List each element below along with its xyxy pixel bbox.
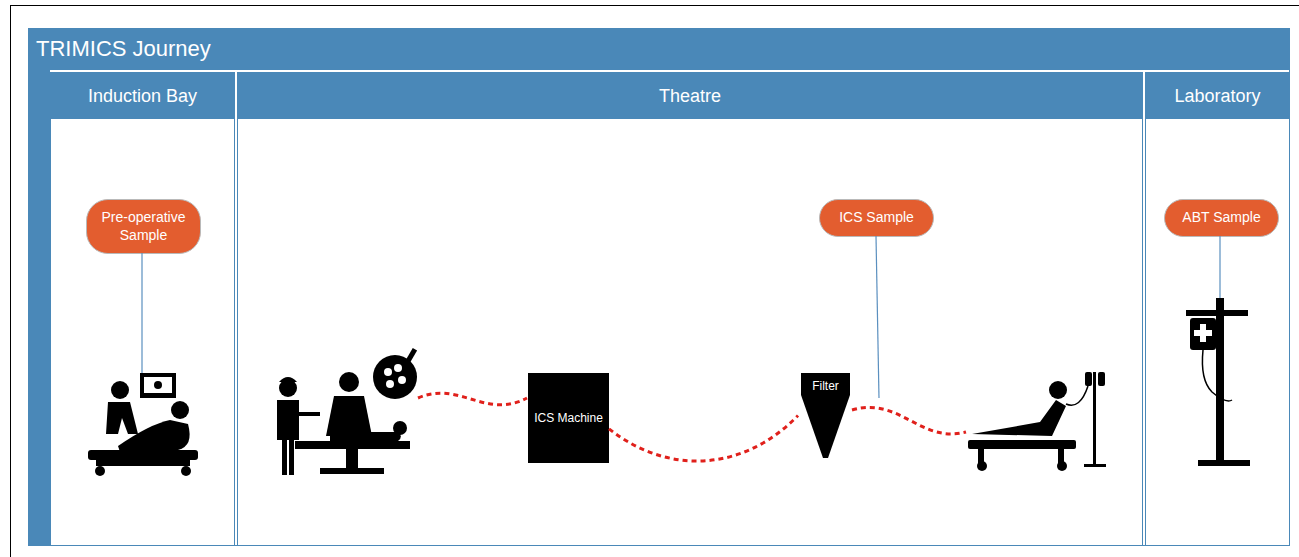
patient-illustration — [1049, 381, 1067, 399]
surgery-illustration — [279, 379, 297, 397]
induction-illustration — [106, 402, 138, 434]
node-label: ICS Machine — [534, 411, 603, 425]
iv-pole-illustration — [1194, 330, 1212, 336]
column-band: TheatreICS Machine Filter ICS Sample — [237, 72, 1143, 546]
funnel-label-holder: Filter — [798, 379, 853, 393]
surgery-illustration — [346, 449, 358, 469]
induction-illustration — [140, 373, 176, 398]
surgery-illustration — [277, 348, 417, 475]
surgery-illustration — [406, 348, 417, 363]
induction-illustration — [181, 466, 191, 476]
patient-illustration — [972, 400, 1066, 436]
induction-illustration — [118, 420, 190, 452]
patient-illustration — [1085, 372, 1092, 386]
patient-illustration — [1098, 372, 1105, 386]
patient-illustration — [1057, 461, 1067, 471]
surgery-illustration — [330, 432, 401, 441]
column-band: LaboratoryABT Sample — [1145, 72, 1290, 546]
induction-illustration — [144, 377, 172, 393]
tubing-connector — [609, 416, 798, 462]
filter-funnel: Filter — [798, 373, 853, 458]
sample-pill: ICS Sample — [819, 199, 934, 237]
patient-illustration — [1084, 464, 1106, 467]
surgery-illustration — [373, 355, 417, 399]
node-label: Laboratory — [1174, 86, 1260, 107]
title-bar: TRIMICS Journey — [28, 28, 1290, 70]
column-header: Induction Bay — [51, 73, 234, 119]
surgery-illustration — [398, 376, 406, 384]
surgery-illustration — [298, 412, 320, 416]
patient-illustration — [1066, 386, 1088, 405]
node-label: Theatre — [659, 86, 721, 107]
node-label: ABT Sample — [1182, 209, 1260, 227]
column-header: Theatre — [238, 73, 1142, 119]
leader-lines — [142, 236, 1220, 398]
patient-illustration — [968, 440, 1076, 449]
surgery-illustration — [295, 441, 410, 449]
induction-illustration — [154, 381, 162, 389]
surgery-illustration — [384, 368, 392, 376]
column-band: Induction BayPre-operative Sample — [50, 72, 235, 546]
diagram-title: TRIMICS Journey — [36, 36, 211, 62]
surgery-illustration — [279, 377, 297, 382]
induction-illustration — [96, 460, 190, 466]
leader-lines — [141, 253, 142, 373]
tubing-line — [418, 393, 966, 434]
patient-illustration — [977, 461, 987, 471]
tubing-line — [418, 393, 527, 405]
leader-lines — [876, 236, 879, 398]
induction-illustration — [88, 373, 198, 476]
induction-illustration — [111, 381, 129, 399]
machine-box: ICS Machine — [528, 373, 609, 463]
node-label: Filter — [812, 379, 839, 393]
surgery-illustration — [320, 468, 384, 474]
iv-pole-illustration — [1216, 298, 1224, 464]
sample-pill: Pre-operative Sample — [86, 199, 201, 254]
sample-pill: ABT Sample — [1164, 199, 1279, 237]
node-label: Induction Bay — [88, 86, 197, 107]
leader-lines — [1219, 236, 1220, 300]
tubing-line — [852, 407, 966, 434]
surgery-illustration — [339, 372, 359, 392]
patient-illustration — [1058, 449, 1064, 463]
patient-illustration — [1093, 372, 1096, 464]
induction-illustration — [171, 401, 189, 419]
iv-pole-illustration — [1186, 310, 1248, 316]
surgery-illustration — [326, 396, 372, 436]
iv-pole-illustration — [1202, 350, 1232, 401]
column-header: Laboratory — [1146, 73, 1289, 119]
iv-pole-illustration — [1190, 318, 1216, 350]
patient-illustration — [968, 372, 1106, 471]
node-label: ICS Sample — [839, 209, 914, 227]
left-strip — [28, 70, 50, 546]
node-label: Pre-operative Sample — [95, 209, 192, 244]
iv-pole-illustration — [1200, 324, 1206, 342]
surgery-illustration — [393, 421, 407, 435]
surgery-illustration — [277, 400, 299, 475]
surgery-illustration — [386, 380, 394, 388]
patient-illustration — [978, 449, 984, 463]
iv-pole-illustration — [1198, 460, 1250, 466]
surgery-illustration — [394, 364, 402, 372]
iv-pole-illustration — [1186, 298, 1250, 466]
induction-illustration — [88, 450, 198, 460]
induction-illustration — [95, 466, 105, 476]
funnel-shape — [801, 373, 850, 458]
